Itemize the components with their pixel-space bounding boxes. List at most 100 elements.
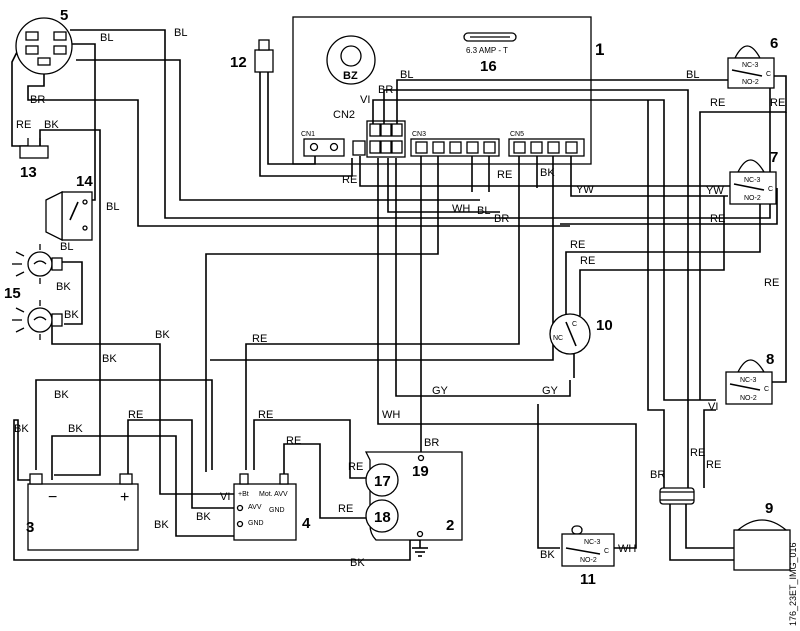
wire-cn2-right — [387, 158, 500, 213]
wire-label-wh-main: WH — [382, 409, 400, 421]
wire-label-vi-cn2: VI — [360, 94, 370, 106]
wire-bk-15 — [60, 261, 83, 325]
battery-3: − + 3 — [26, 473, 139, 551]
wire-label-bk-4a: BK — [154, 519, 169, 531]
wire-label-br-1: BR — [30, 94, 45, 106]
wire-label-yw-7: YW — [706, 185, 724, 197]
wire-label-re-10b: RE — [580, 255, 595, 267]
connector-5: 5 — [15, 7, 73, 75]
wire-label-bk-4b: BK — [196, 511, 211, 523]
wire-label-re-9a: RE — [690, 447, 705, 459]
wire-br-9 — [669, 504, 736, 561]
battery-3-number: 3 — [26, 519, 34, 536]
component-13-number: 13 — [20, 164, 37, 181]
fuse-icon: 6.3 AMP - T 16 — [463, 32, 517, 75]
wire-label-bk-15b: BK — [64, 309, 79, 321]
wire-label-bl-14: BL — [106, 201, 119, 213]
control-board: 1 BZ 6.3 AMP - T 16 CN1 CN2 CN3 C — [292, 16, 604, 165]
lamps-15: 15 — [4, 244, 63, 340]
wire-bk-3 — [35, 379, 213, 470]
wire-label-br-9: BR — [650, 469, 665, 481]
component-9: 9 — [659, 487, 791, 571]
wire-bk-3-gnd4 — [51, 435, 236, 537]
wire-label-bk-left: BK — [102, 353, 117, 365]
switch-7-c: C — [768, 186, 773, 193]
switch-8-no: NO-2 — [740, 395, 757, 402]
ground-icon — [412, 540, 428, 557]
wire-label-re-cn5: RE — [252, 333, 267, 345]
lamp-icon-upper — [12, 244, 63, 284]
wire-label-bk-3c: BK — [68, 423, 83, 435]
wire-label-re-18: RE — [338, 503, 353, 515]
wire-label-br-cn2: BR — [378, 84, 393, 96]
switch-11-c: C — [604, 548, 609, 555]
wire-label-bl-2: BL — [174, 27, 187, 39]
wire-label-vi-4: VI — [220, 491, 230, 503]
wire-label-bk-15a: BK — [56, 281, 71, 293]
switch-11-number: 11 — [580, 571, 596, 588]
switch-11-no: NO-2 — [580, 557, 597, 564]
wire-label-bl-6: BL — [686, 69, 699, 81]
wire-label-bl-1: BL — [100, 32, 113, 44]
wire-label-bk-13: BK — [44, 119, 59, 131]
connector-5-number: 5 — [60, 7, 68, 24]
switch-11: NC-3 NO-2 C 11 — [561, 525, 615, 588]
component-9-number: 9 — [765, 500, 773, 517]
wire-12-right — [267, 72, 316, 165]
wire-yw — [570, 156, 728, 197]
wire-label-bl-cn2: BL — [400, 69, 413, 81]
wire-label-br-cn3: BR — [494, 213, 509, 225]
wire-bl-5-to-board — [70, 29, 771, 219]
control-unit-4: +Bt AVV GND Mot. AVV GND 4 — [233, 473, 311, 541]
wire-re-7b — [579, 196, 725, 316]
lamps-15-number: 15 — [4, 285, 21, 302]
wire-label-re-17: RE — [348, 461, 363, 473]
wire-re-9 — [685, 504, 736, 549]
wire-re-cn2-bottom — [359, 156, 740, 187]
switch-6-c: C — [766, 71, 771, 78]
wire-label-re-cn1: RE — [342, 174, 357, 186]
fuse-number: 16 — [480, 58, 497, 75]
switch-6-no: NO-2 — [742, 79, 759, 86]
motor-2-number: 2 — [446, 517, 454, 534]
unit-4-pin-gnd: GND — [248, 520, 264, 527]
component-13: 13 — [19, 138, 49, 181]
unit-4-pin-avv: AVV — [248, 504, 262, 511]
terminal-18-number: 18 — [374, 509, 391, 526]
unit-4-pin-mot-avv: Mot. AVV — [259, 491, 288, 498]
lamp-icon-lower — [12, 300, 63, 340]
wire-re-4-18 — [283, 443, 366, 519]
switch-14-number: 14 — [76, 173, 93, 190]
switch-6-nc: NC-3 — [742, 62, 758, 69]
wire-br-5 — [27, 66, 570, 227]
wire-bk-13 — [39, 129, 101, 476]
wire-label-bk-mid: BK — [155, 329, 170, 341]
switch-6-number: 6 — [770, 35, 778, 52]
wire-bl-cn2 — [396, 79, 728, 124]
component-12-number: 12 — [230, 54, 247, 71]
wiring — [11, 29, 787, 561]
wire-label-re-cn3: RE — [497, 169, 512, 181]
control-board-number: 1 — [595, 40, 604, 59]
switch-7-number: 7 — [770, 149, 778, 166]
wire-12-left — [259, 72, 353, 177]
wire-re-cn5-b — [210, 156, 554, 361]
wire-re-3 — [127, 419, 236, 509]
fuse-rating: 6.3 AMP - T — [466, 46, 508, 55]
wire-gy — [395, 158, 571, 397]
switch-7-nc: NC-3 — [744, 177, 760, 184]
buzzer-label: BZ — [343, 70, 358, 82]
wire-re-6-down — [768, 112, 787, 383]
wire-wh-main — [377, 158, 637, 549]
wire-label-bk-bottom: BK — [350, 557, 365, 569]
wire-br-cn2 — [383, 89, 689, 488]
switch-8-c: C — [764, 386, 769, 393]
switch-8-number: 8 — [766, 351, 774, 368]
switch-10-number: 10 — [596, 317, 613, 334]
switch-14: 14 — [45, 173, 93, 242]
switch-6: NC-3 NO-2 C 6 — [727, 35, 778, 89]
cn5-label: CN5 — [510, 131, 524, 138]
terminal-19-number: 19 — [412, 463, 429, 480]
switch-8-nc: NC-3 — [740, 377, 756, 384]
